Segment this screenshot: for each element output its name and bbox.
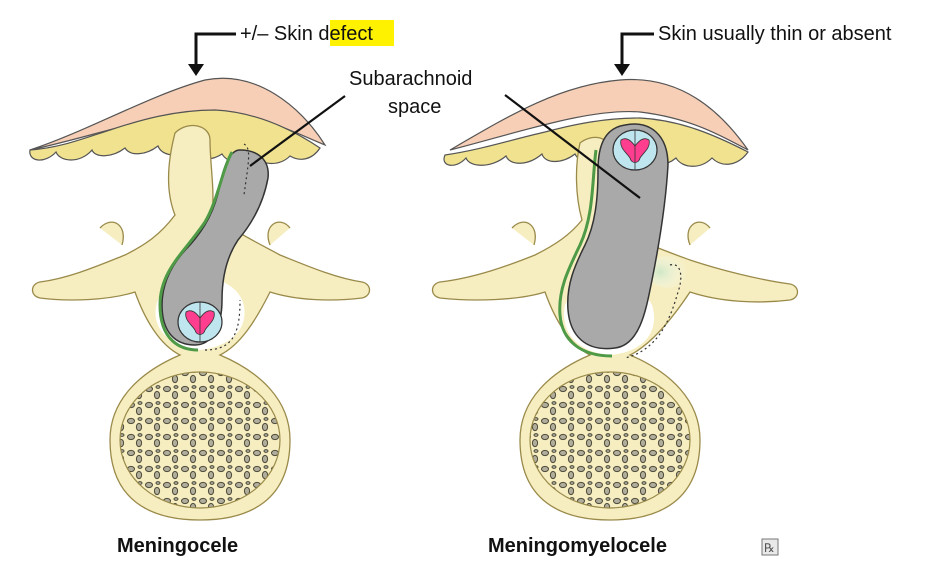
svg-text:+/– Skin defect: +/– Skin defect bbox=[240, 23, 373, 45]
skin-defect-pointer bbox=[188, 34, 236, 76]
caption-meningomyelocele: Meningomyelocele bbox=[488, 535, 667, 557]
spinal-cord-right bbox=[613, 130, 657, 170]
meningomyelocele-panel bbox=[433, 80, 798, 520]
skin-defect-label: +/– Skin defect bbox=[240, 20, 394, 46]
svg-text:℞: ℞ bbox=[764, 541, 775, 555]
spinal-cord-left bbox=[178, 302, 222, 342]
skin-thin-label: Skin usually thin or absent bbox=[658, 23, 892, 45]
caption-meningocele: Meningocele bbox=[117, 535, 238, 557]
rx-logo: ℞ bbox=[762, 539, 778, 555]
vertebral-body-right bbox=[530, 372, 690, 508]
vertebral-body-left bbox=[120, 372, 280, 508]
skin-defect-highlight-text: defect bbox=[318, 23, 373, 45]
skin-thin-pointer bbox=[614, 34, 654, 76]
subarachnoid-label-line1: Subarachnoid bbox=[349, 68, 472, 90]
meningocele-panel bbox=[30, 78, 370, 520]
skin-defect-prefix: +/– Skin bbox=[240, 23, 318, 45]
subarachnoid-label-line2: space bbox=[388, 96, 441, 118]
